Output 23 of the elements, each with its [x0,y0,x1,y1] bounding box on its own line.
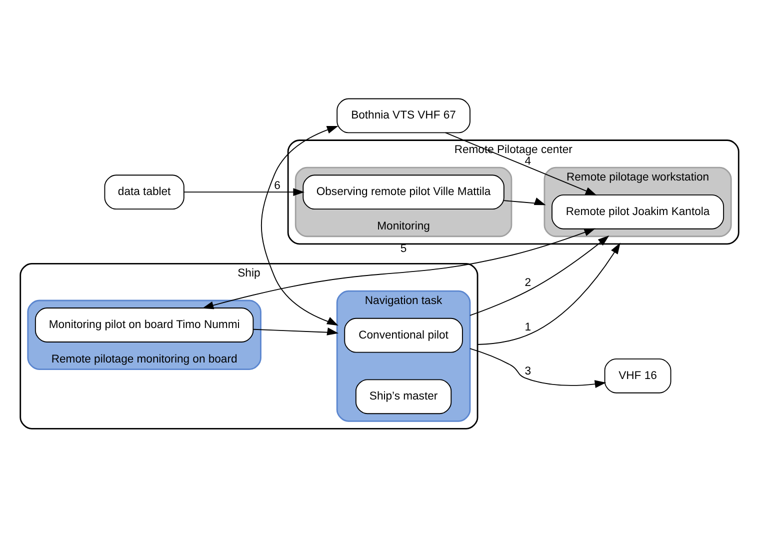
node-box: Observing remote pilot Ville Mattila [302,174,504,210]
edge-label: 5 [400,243,407,256]
edge-label: 3 [524,366,532,378]
arrow [470,348,606,388]
arrow [252,328,338,336]
arrow [184,188,304,196]
node-box: Conventional pilot [344,318,463,353]
arrow [477,242,620,345]
node-box: data tablet [104,174,184,210]
node-box: Ship’s master [355,379,452,414]
arrow [202,228,596,310]
node-box: Bothnia VTS VHF 67 [336,98,470,134]
edge-label: 4 [524,155,532,168]
arrow [470,236,610,316]
node-box: Remote pilot Joakim Kantola [552,194,724,230]
arrow [504,198,546,206]
node-box: VHF 16 [604,358,672,394]
edge-label: 2 [524,276,532,289]
edge-label: 1 [524,321,532,334]
arrow [260,126,338,326]
node-box: Monitoring pilot on board Timo Nummi [34,308,254,342]
arrow [445,132,597,196]
edge-label: 6 [274,180,280,192]
